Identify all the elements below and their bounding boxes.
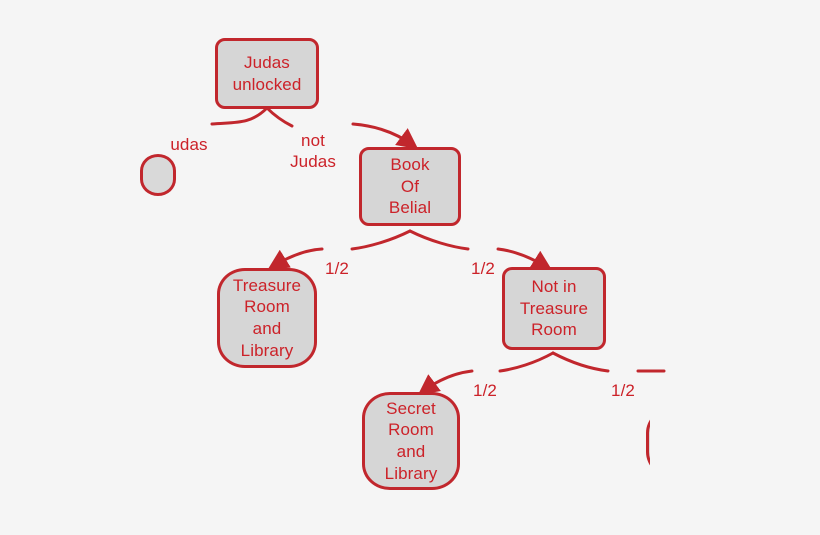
node-book-of-belial-label: Book Of Belial [388,154,432,218]
node-book-of-belial[interactable]: Book Of Belial [359,147,461,226]
node-not-in-treasure-room[interactable]: Not in Treasure Room [502,267,606,350]
edge-label-belial-right-half: 1/2 [468,239,498,280]
edge-label-judas-left: udas [164,115,214,156]
node-not-in-treasure-room-label: Not in Treasure Room [519,276,589,340]
edge-label-nottreasure-right-half: 1/2 [608,361,638,402]
edge-label-belial-right-half-text: 1/2 [471,259,495,279]
edge-label-not-judas: not Judas [282,111,344,172]
edge-label-belial-left-half-text: 1/2 [325,259,349,279]
edge-label-nottreasure-left-half: 1/2 [470,361,500,402]
node-judas-unlocked-label: Judas unlocked [232,52,302,94]
edge-belial-to-treasure [350,229,412,251]
node-treasure-room-and-library[interactable]: Treasure Room and Library [217,268,317,368]
edge-notjudas-to-belial [351,122,419,150]
node-clipped-left[interactable] [140,154,176,196]
node-judas-unlocked[interactable]: Judas unlocked [215,38,319,109]
edge-label-nottreasure-left-half-text: 1/2 [473,381,497,401]
edge-nottreasure-to-clipped [551,351,610,373]
edge-label-belial-left-half: 1/2 [322,239,352,280]
edge-belial-to-nottreasure-arrow [496,247,553,271]
edge-label-nottreasure-right-half-text: 1/2 [611,381,635,401]
edge-belial-to-treasure-arrow [267,247,324,270]
node-treasure-room-and-library-label: Treasure Room and Library [232,275,302,360]
edge-label-not-judas-text: not Judas [290,131,336,171]
node-secret-room-and-library-label: Secret Room and Library [384,398,438,483]
edge-belial-to-nottreasure [408,229,470,251]
edge-judas-stub-right [265,106,294,128]
edge-nottreasure-to-secret-arrow [417,369,474,396]
edge-judas-to-left [210,106,269,126]
edge-label-judas-left-text: udas [170,135,208,155]
node-secret-room-and-library[interactable]: Secret Room and Library [362,392,460,490]
edge-nottreasure-to-secret [498,351,555,373]
